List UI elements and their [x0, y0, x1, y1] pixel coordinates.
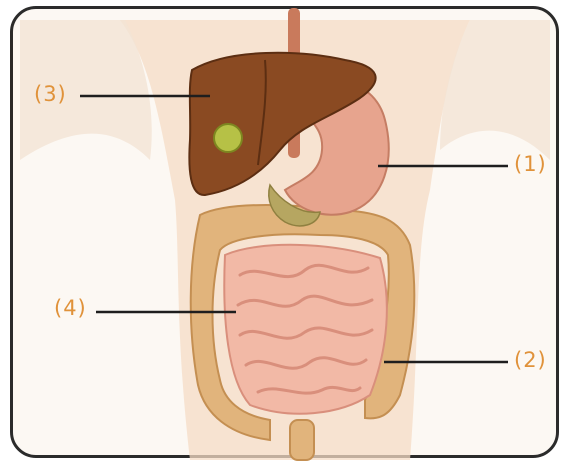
label-stomach: (1) [514, 152, 547, 176]
label-liver: (3) [34, 82, 67, 106]
rectum [290, 420, 314, 460]
label-large-intestine: (2) [514, 348, 547, 372]
label-small-intestine: (4) [54, 296, 87, 320]
gallbladder [214, 124, 242, 152]
